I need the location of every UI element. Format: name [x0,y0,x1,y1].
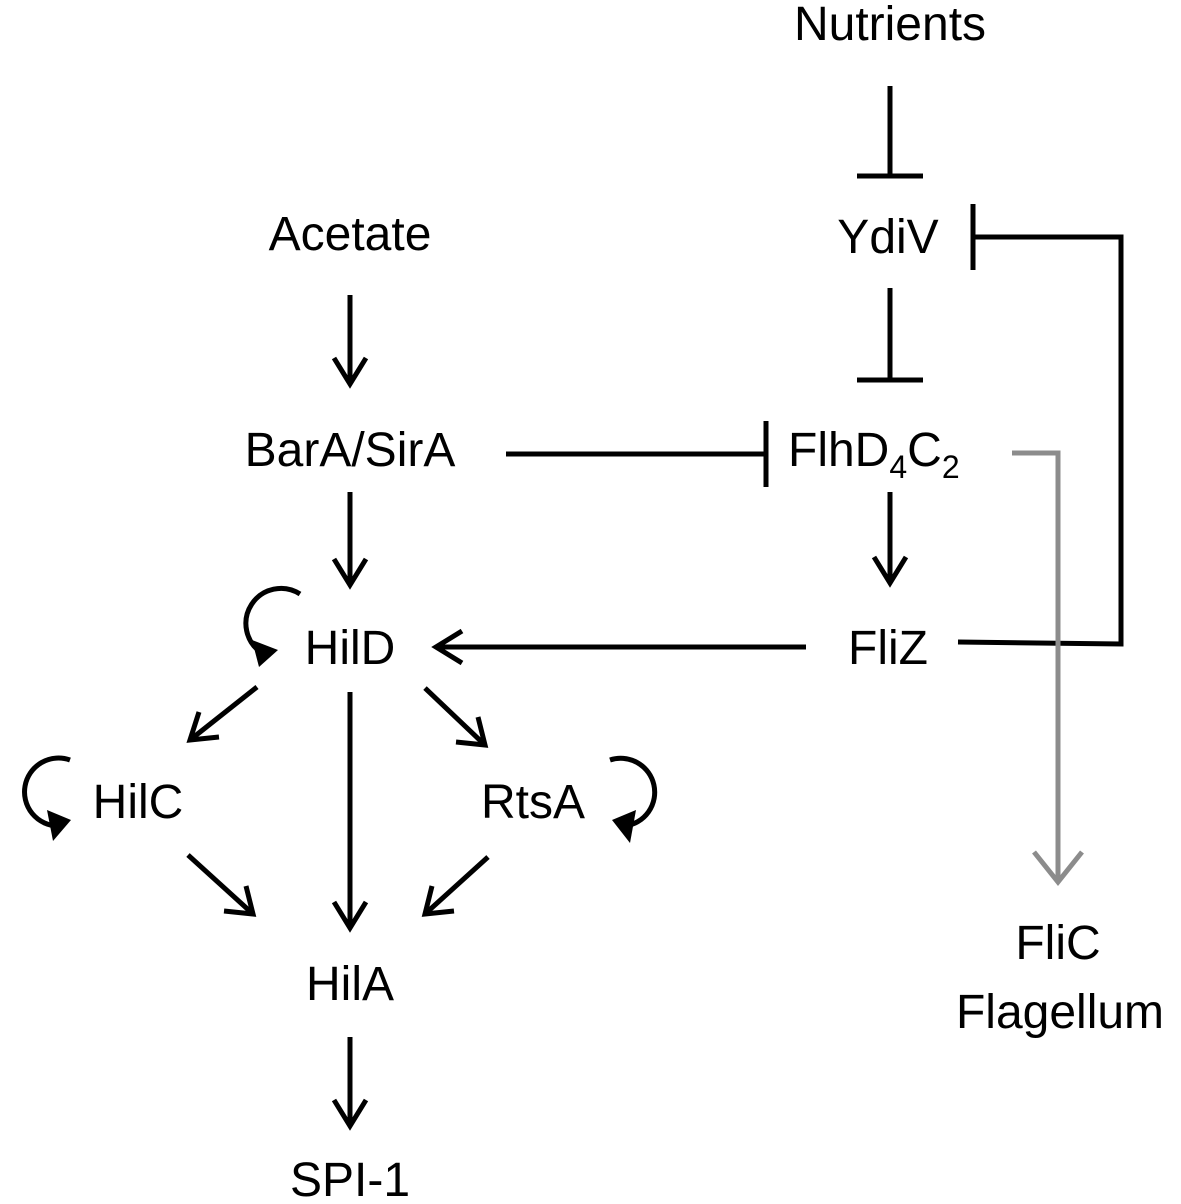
edge-nutrients-inhibits-ydiv [857,86,923,179]
flhd4c2-sub2: 2 [942,449,960,485]
flhd4c2-mid: C [907,424,942,477]
flhd4c2-sub1: 4 [889,449,907,485]
node-rtsa: RtsA [481,776,585,829]
edge-hila-activates-spi-1 [331,1037,369,1131]
edge-hild-activates-rtsa [423,686,489,748]
node-bara-sira: BarA/SirA [245,424,456,477]
edge-flhd4c2-activates-fliz [871,492,909,588]
autoregulation-loop-rtsa [609,755,658,843]
node-hild: HilD [305,622,396,675]
node-fliz: FliZ [848,622,928,675]
node-flic: FliC [1015,917,1100,970]
node-hilc: HilC [93,776,184,829]
edge-acetate-activates-bara-sira [331,295,369,389]
edge-hild-activates-hilc [186,685,259,743]
edge-hilc-activates-hila [186,853,257,917]
edge-flhd4c2-activates-flic-flagellum [1012,450,1084,887]
autoregulation-loop-hild [243,585,302,667]
edge-rtsa-activates-hila [421,855,490,917]
edge-bara-sira-activates-hild [331,492,369,590]
node-acetate: Acetate [269,208,432,261]
edge-bara-sira-inhibits-flhd4c2 [506,421,769,487]
node-flagellum: Flagellum [956,986,1164,1039]
flhd4c2-base: FlhD [788,424,889,477]
edge-fliz-inhibits-ydiv [957,204,1124,647]
node-nutrients: Nutrients [794,0,986,51]
edge-hild-activates-hila [331,692,369,933]
node-flhd4c2: FlhD4C2 [788,424,960,485]
edge-fliz-activates-hild [431,628,806,666]
node-ydiv: YdiV [837,211,938,264]
node-hila: HilA [306,958,394,1011]
autoregulation-loop-hilc [22,755,71,841]
node-spi-1: SPI-1 [290,1154,410,1204]
edge-ydiv-inhibits-flhd4c2 [857,288,923,383]
